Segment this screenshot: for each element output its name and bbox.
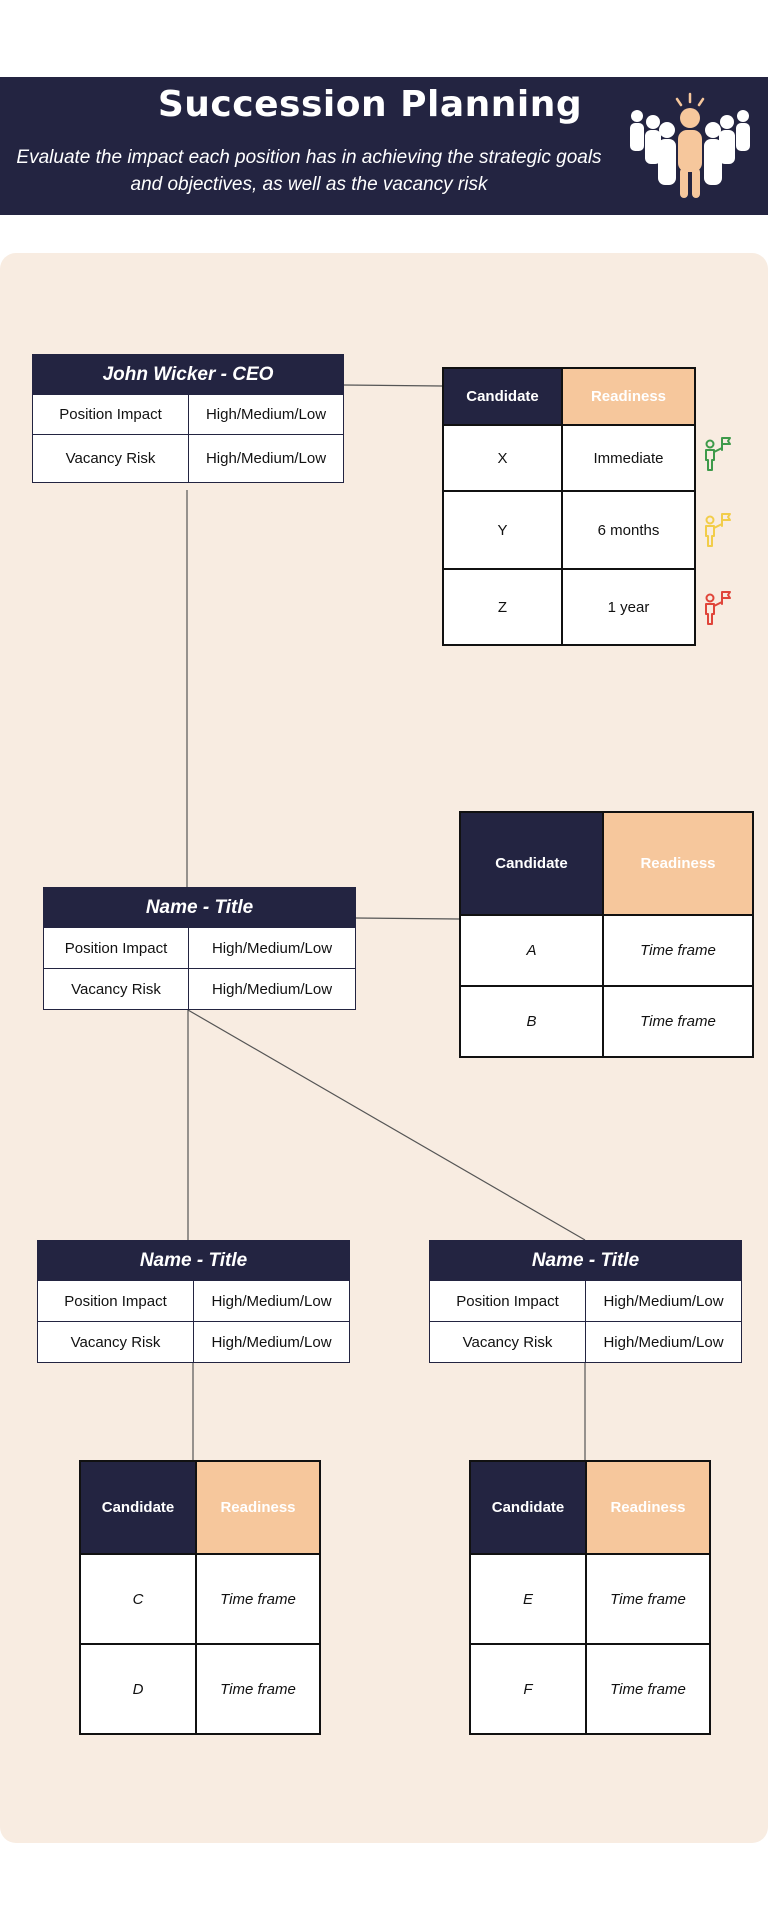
readiness-header: Readiness: [561, 367, 696, 426]
vacancy-risk-label: Vacancy Risk: [32, 434, 189, 483]
position-impact-label: Position Impact: [43, 927, 189, 969]
candidate-cell: F: [469, 1643, 587, 1735]
vacancy-risk-value: High/Medium/Low: [584, 1321, 743, 1363]
candidate-cell: E: [469, 1553, 587, 1645]
vacancy-risk-value: High/Medium/Low: [187, 968, 357, 1010]
position-title: Name - Title: [36, 1240, 351, 1281]
readiness-cell: Time frame: [195, 1643, 321, 1735]
candidate-cell: A: [459, 914, 604, 987]
team-people-icon: [630, 92, 750, 198]
vacancy-risk-label: Vacancy Risk: [429, 1321, 586, 1363]
position-title: John Wicker - CEO: [32, 354, 344, 395]
readiness-cell: Immediate: [561, 424, 696, 492]
red-person-flag-icon: [705, 591, 731, 625]
page-subtitle: Evaluate the impact each position has in…: [16, 147, 602, 195]
position-impact-value: High/Medium/Low: [188, 394, 344, 435]
readiness-cell: 6 months: [561, 490, 696, 570]
candidate-cell: Y: [442, 490, 563, 570]
position-impact-label: Position Impact: [37, 1280, 194, 1322]
candidate-cell: Z: [442, 568, 563, 646]
green-person-flag-icon: [705, 437, 731, 471]
readiness-cell: 1 year: [561, 568, 696, 646]
candidate-header: Candidate: [442, 367, 563, 426]
candidate-cell: X: [442, 424, 563, 492]
readiness-header: Readiness: [585, 1460, 711, 1555]
position-impact-value: High/Medium/Low: [187, 927, 357, 969]
vacancy-risk-label: Vacancy Risk: [43, 968, 189, 1010]
vacancy-risk-label: Vacancy Risk: [37, 1321, 194, 1363]
readiness-cell: Time frame: [585, 1643, 711, 1735]
candidate-header: Candidate: [469, 1460, 587, 1555]
position-impact-value: High/Medium/Low: [192, 1280, 351, 1322]
position-title: Name - Title: [42, 887, 357, 928]
readiness-header: Readiness: [602, 811, 754, 916]
vacancy-risk-value: High/Medium/Low: [188, 434, 344, 483]
position-impact-label: Position Impact: [429, 1280, 586, 1322]
page-title: Succession Planning: [157, 84, 583, 125]
candidate-cell: D: [79, 1643, 197, 1735]
candidate-header: Candidate: [459, 811, 604, 916]
candidate-header: Candidate: [79, 1460, 197, 1555]
readiness-header: Readiness: [195, 1460, 321, 1555]
candidate-cell: C: [79, 1553, 197, 1645]
readiness-cell: Time frame: [602, 914, 754, 987]
position-impact-label: Position Impact: [32, 394, 189, 435]
position-title: Name - Title: [428, 1240, 743, 1281]
yellow-person-flag-icon: [705, 513, 731, 547]
position-impact-value: High/Medium/Low: [584, 1280, 743, 1322]
vacancy-risk-value: High/Medium/Low: [192, 1321, 351, 1363]
readiness-cell: Time frame: [195, 1553, 321, 1645]
readiness-cell: Time frame: [602, 985, 754, 1058]
candidate-cell: B: [459, 985, 604, 1058]
readiness-cell: Time frame: [585, 1553, 711, 1645]
